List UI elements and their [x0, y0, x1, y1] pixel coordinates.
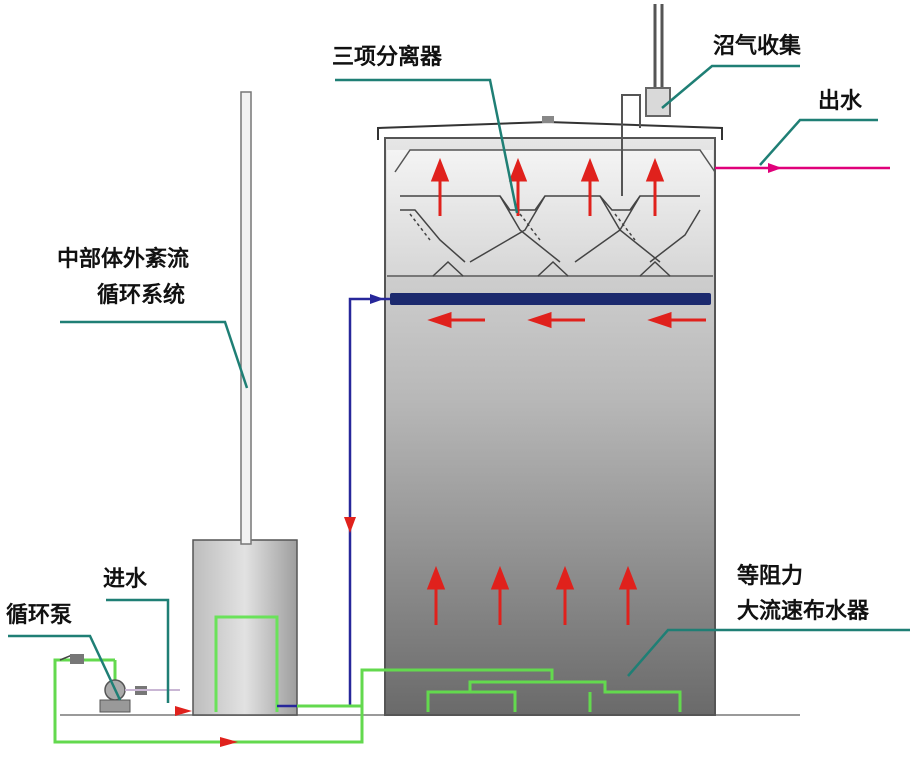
label-water-outlet: 出水 [818, 89, 863, 114]
label-distributor-line2: 大流速布水器 [737, 599, 870, 624]
separator-hoods [400, 195, 701, 277]
label-biogas-collection: 沼气收集 [713, 34, 802, 59]
leader-biogas [661, 64, 800, 109]
leader-mid-circulation [60, 320, 249, 389]
leader-outlet [759, 118, 878, 166]
leader-distributor [627, 628, 910, 677]
upward-flow-arrows-bottom [426, 565, 638, 625]
feed-flow-arrow [220, 737, 238, 747]
label-three-phase-separator: 三项分离器 [332, 45, 443, 70]
circulation-tank [192, 91, 298, 716]
label-mid-circulation-line1: 中部体外紊流 [57, 247, 190, 272]
leader-inlet [106, 598, 170, 703]
leader-three-phase [335, 78, 519, 214]
leader-pump [8, 634, 122, 701]
leader-lines [8, 64, 910, 703]
label-mid-circulation-line2: 循环系统 [97, 283, 186, 308]
leftward-flow-arrows [427, 311, 706, 329]
circulation-pump [59, 654, 192, 716]
biogas-pipe [621, 4, 671, 196]
reactor-tank [377, 116, 723, 716]
outlet-pipe [715, 163, 890, 173]
upward-flow-arrows-top [430, 157, 665, 216]
distribution-bar [390, 293, 711, 305]
label-water-inlet: 进水 [103, 567, 148, 592]
label-circulation-pump: 循环泵 [6, 603, 73, 628]
label-distributor-line1: 等阻力 [737, 564, 804, 589]
